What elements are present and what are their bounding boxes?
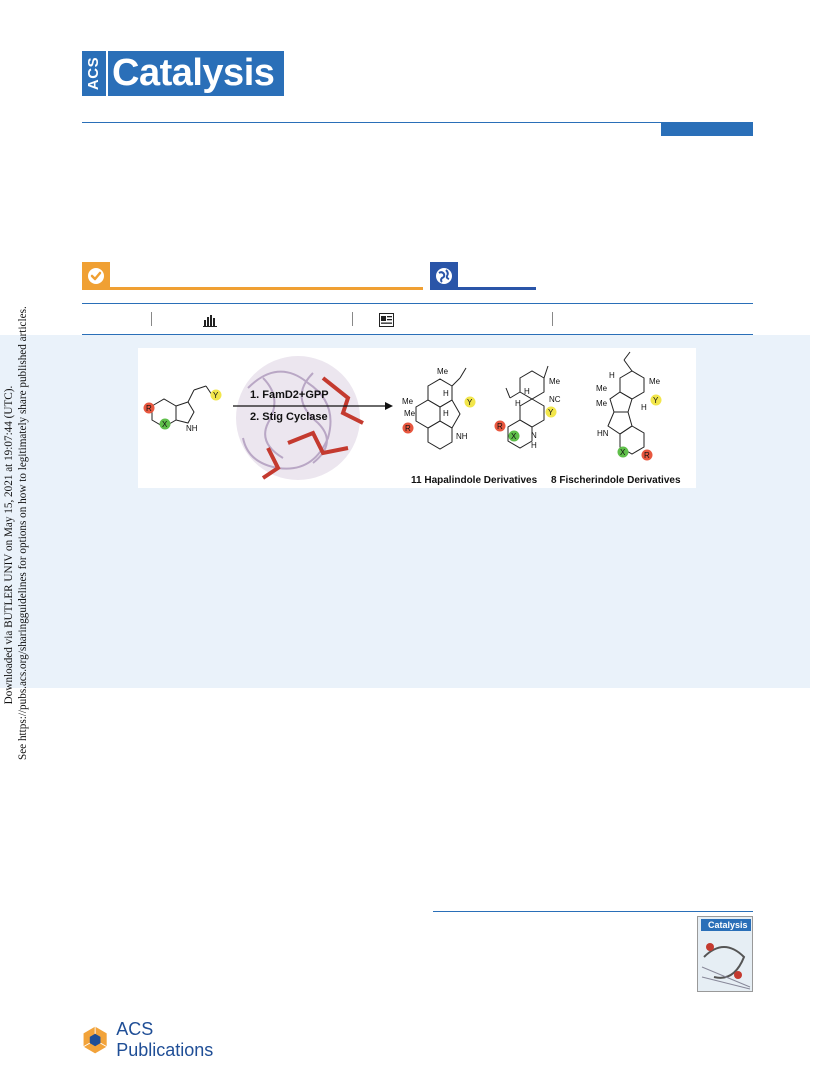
substituent-y: Y	[467, 398, 473, 407]
journal-logo-name: Catalysis	[108, 51, 284, 96]
substituent-x: X	[511, 432, 517, 441]
atom-label-nc: NC	[549, 395, 561, 404]
substituent-y: Y	[653, 396, 659, 405]
cover-rule	[433, 911, 753, 912]
substituent-r: R	[405, 424, 411, 433]
reaction-step-2: 2. Stig Cyclase	[250, 411, 328, 423]
check-icon	[88, 268, 104, 284]
metrics-top-rule	[82, 303, 753, 304]
reaction-step-1: 1. FamD2+GPP	[250, 389, 329, 401]
atom-label-hn: HN	[597, 429, 609, 438]
atom-label-h: H	[609, 371, 615, 380]
journal-logo[interactable]: ACS Catalysis	[82, 51, 284, 96]
substituent-x: X	[162, 420, 168, 429]
journal-logo-acs: ACS	[85, 56, 103, 91]
globe-icon	[436, 268, 452, 284]
atom-label-h: H	[641, 403, 647, 412]
substituent-r: R	[644, 451, 650, 460]
substituent-r: R	[497, 422, 503, 431]
editors-choice-badge[interactable]	[82, 262, 423, 290]
header-rule	[82, 122, 753, 123]
caption-fischerindole: 8 Fischerindole Derivatives	[551, 475, 681, 486]
atom-label-me: Me	[402, 397, 414, 406]
substituent-y: Y	[548, 408, 554, 417]
hapalindole-structure-2	[505, 365, 549, 449]
journal-cover-thumbnail[interactable]: Catalysis	[697, 916, 753, 992]
atom-label-me: Me	[549, 377, 561, 386]
header-tab	[661, 122, 753, 136]
metric-separator	[552, 312, 553, 326]
bar-chart-icon[interactable]	[203, 313, 217, 327]
atom-label-h: H	[531, 441, 537, 450]
atom-label-h: H	[515, 399, 521, 408]
caption-hapalindole: 11 Hapalindole Derivatives	[411, 475, 538, 486]
atom-label-me: Me	[404, 409, 416, 418]
metric-separator	[352, 312, 353, 326]
metrics-bottom-rule	[82, 334, 753, 335]
cover-title: Catalysis	[708, 920, 748, 930]
hapalindole-structure	[415, 367, 467, 450]
publisher-logo[interactable]: ACS Publications	[80, 1019, 240, 1060]
article-icon[interactable]	[379, 313, 394, 327]
substituent-r-circle	[143, 402, 155, 414]
substituent-x: X	[620, 448, 626, 457]
substituent-y-circle	[210, 389, 222, 401]
substituent-y: Y	[213, 391, 219, 400]
atom-label-nh: NH	[456, 432, 468, 441]
substrate-structure	[151, 385, 213, 428]
toc-scheme: R X Y NH 1. FamD2+GPP 2. Stig Cyclase Me…	[143, 351, 681, 486]
atom-label-me: Me	[437, 367, 449, 376]
enzyme-structure	[236, 356, 364, 480]
download-note: Downloaded via BUTLER UNIV on May 15, 20…	[2, 306, 42, 760]
atom-label-n: N	[531, 431, 537, 440]
acs-hexagon-icon	[83, 1026, 107, 1054]
publisher-name: ACS Publications	[116, 1019, 214, 1060]
atom-label-h: H	[524, 387, 530, 396]
atom-label-nh: NH	[186, 424, 198, 433]
atom-label-h: H	[443, 409, 449, 418]
download-note-line-2[interactable]: See https://pubs.acs.org/sharingguidelin…	[17, 306, 29, 760]
atom-label-me: Me	[596, 384, 608, 393]
atom-label-me: Me	[596, 399, 608, 408]
substituent-r: R	[146, 404, 152, 413]
atom-label-me: Me	[649, 377, 661, 386]
download-note-line-1: Downloaded via BUTLER UNIV on May 15, 20…	[3, 385, 15, 705]
substituent-x-circle	[159, 418, 171, 430]
metric-separator	[151, 312, 152, 326]
atom-label-h: H	[443, 389, 449, 398]
open-access-badge[interactable]	[430, 262, 536, 290]
fischerindole-structure	[607, 351, 645, 455]
toc-graphic: R X Y NH 1. FamD2+GPP 2. Stig Cyclase Me…	[138, 348, 696, 488]
